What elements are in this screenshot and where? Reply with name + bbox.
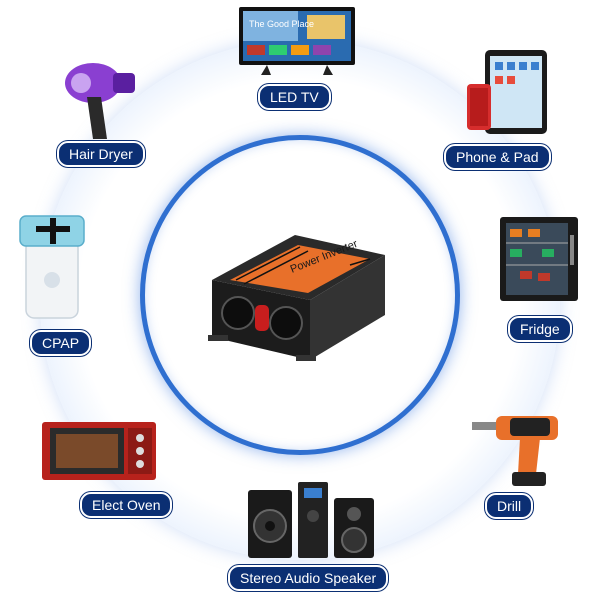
power-inverter-image: Power Inverter — [200, 225, 400, 370]
label-drill: Drill — [485, 493, 534, 519]
label-led-tv: LED TV — [258, 84, 331, 110]
label-hair-dryer: Hair Dryer — [57, 141, 145, 167]
label-cpap: CPAP — [30, 330, 92, 356]
elect-oven-image — [40, 420, 158, 484]
stereo-speaker-image — [246, 480, 376, 560]
led-tv-image: The Good Place — [237, 5, 357, 80]
hair-dryer-image — [55, 55, 140, 140]
label-stereo-speaker: Stereo Audio Speaker — [228, 565, 389, 591]
drill-image — [470, 408, 568, 490]
label-fridge: Fridge — [508, 316, 572, 342]
label-elect-oven: Elect Oven — [80, 492, 173, 518]
phone-pad-image — [465, 48, 550, 138]
fridge-image — [498, 215, 580, 303]
cpap-image — [14, 210, 94, 320]
tv-screen-text: The Good Place — [249, 19, 314, 29]
label-phone-pad: Phone & Pad — [444, 144, 551, 170]
